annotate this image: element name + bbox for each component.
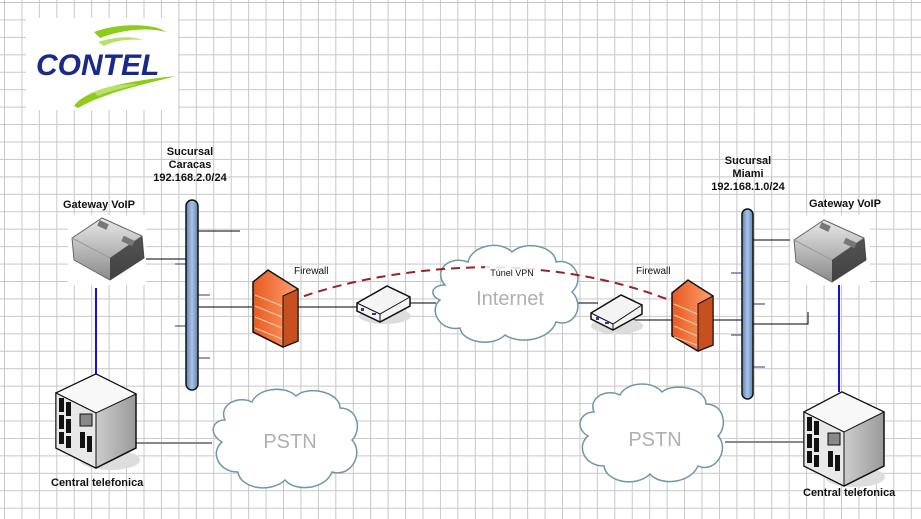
branch-title-line2: Caracas [168,159,212,171]
firewall-label-miami: Firewall [636,266,671,277]
branch-subnet: 192.168.2.0/24 [153,172,227,184]
firewall-label-caracas: Firewall [294,266,329,277]
pstn-label-caracas: PSTN [263,431,316,453]
pbx-label-caracas: Central telefonica [51,477,144,489]
gateway-label-miami: Gateway VoIP [809,198,881,210]
lan-bus-miami [741,208,754,400]
branch-subnet: 192.168.1.0/24 [711,181,785,193]
link-bus-stub-miami [752,312,809,325]
router-icon-miami [590,294,643,334]
firewall-icon-miami [671,279,714,352]
pbx-icon-miami [802,391,886,487]
pbx-label-miami: Central telefonica [803,487,896,499]
branch-title-line1: Sucursal [166,146,214,158]
logo-text: CONTEL [36,49,159,82]
branch-title-line2: Miami [732,168,764,180]
logo-swoosh-icon: CONTEL [36,25,176,108]
firewall-icon-caracas [252,269,299,348]
pbx-icon-caracas [54,373,140,470]
voip-gateway-icon-miami [790,215,870,285]
pstn-label-miami: PSTN [628,429,681,451]
connections [95,230,840,444]
lan-bus-caracas [185,199,199,391]
internet-label: Internet [476,288,544,310]
pstn-cloud-caracas: PSTN [212,388,359,489]
gateway-label-caracas: Gateway VoIP [63,199,135,211]
voip-gateway-icon-caracas [68,215,146,285]
router-icon-caracas [356,285,411,324]
internet-cloud: Internet [432,244,579,343]
pstn-cloud-miami: PSTN [579,383,725,483]
contel-logo: CONTEL [26,18,178,110]
branch-title-miami: Sucursal Miami 192.168.1.0/24 [706,155,790,194]
branch-title-line1: Sucursal [724,155,772,167]
vpn-tunnel-label: Túnel VPN [490,268,534,278]
branch-title-caracas: Sucursal Caracas 192.168.2.0/24 [150,146,230,185]
